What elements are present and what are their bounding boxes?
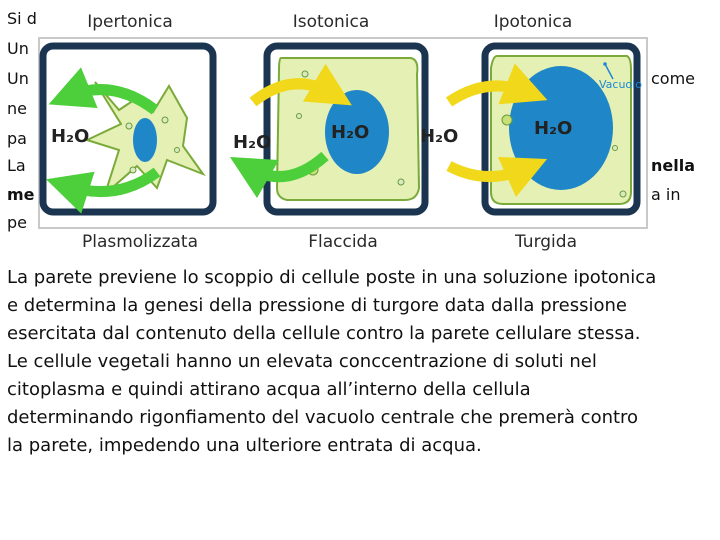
- organelle: [126, 123, 132, 129]
- paragraph-line: Le cellule vegetali hanno un elevata con…: [7, 348, 719, 376]
- organelle: [130, 167, 136, 173]
- paragraph-line: citoplasma e quindi attirano acqua all’i…: [7, 376, 719, 404]
- bg-text-line-2: Un: [7, 36, 29, 62]
- h2o-label-3-inner: H₂O: [534, 118, 572, 139]
- cell-flaccida: H₂O H₂O: [233, 46, 425, 212]
- bg-text-line-3: Un: [7, 66, 29, 92]
- osmosis-figure: Ipertonica Isotonica Ipotonica H₂O: [37, 0, 649, 260]
- bg-text-line-7-right: a in: [651, 182, 680, 208]
- bg-text-line-4: ne: [7, 96, 27, 122]
- bg-text-line-5: pa: [7, 126, 27, 152]
- paragraph-line: esercitata dal contenuto della cellule c…: [7, 320, 719, 348]
- state-flaccida: Flaccida: [308, 232, 378, 252]
- organelle: [302, 71, 308, 77]
- bg-text-line-7: me: [7, 182, 35, 208]
- state-turgida: Turgida: [515, 232, 577, 252]
- paragraph-line: La parete previene lo scoppio di cellule…: [7, 264, 719, 292]
- paragraph-line: e determina la genesi della pressione di…: [7, 292, 719, 320]
- h2o-label-1: H₂O: [51, 126, 89, 147]
- cell-turgida: H₂O H₂O Vacuolo: [420, 46, 642, 212]
- vacuolo-label: Vacuolo: [599, 78, 642, 91]
- bg-text-line-8: pe: [7, 210, 27, 236]
- organelle: [502, 115, 512, 125]
- h2o-label-2-inner: H₂O: [331, 122, 369, 143]
- organelle: [297, 114, 302, 119]
- organelle: [613, 146, 618, 151]
- organelle: [162, 117, 168, 123]
- organelle: [398, 179, 404, 185]
- organelle: [175, 148, 180, 153]
- paragraph-line: determinando rigonfiamento del vacuolo c…: [7, 404, 719, 432]
- h2o-label-2-outer: H₂O: [233, 132, 271, 153]
- vacuole-1: [133, 118, 157, 162]
- bg-text-line-6: La: [7, 153, 26, 179]
- vacuolo-pointer-dot: [603, 62, 607, 66]
- bg-text-line-3-right: come: [651, 66, 695, 92]
- state-plasmolizzata: Plasmolizzata: [82, 232, 198, 252]
- paragraph-line: la parete, impedendo una ulteriore entra…: [7, 432, 719, 460]
- cell-plasmolizzata: H₂O: [43, 46, 213, 212]
- bg-text-line-6-right: nella: [651, 153, 695, 179]
- h2o-label-3-outer: H₂O: [420, 126, 458, 147]
- osmosis-diagram-svg: H₂O H₂O H₂O H₂O H₂: [37, 0, 649, 260]
- organelle: [620, 191, 626, 197]
- body-paragraph: La parete previene lo scoppio di cellule…: [7, 264, 719, 460]
